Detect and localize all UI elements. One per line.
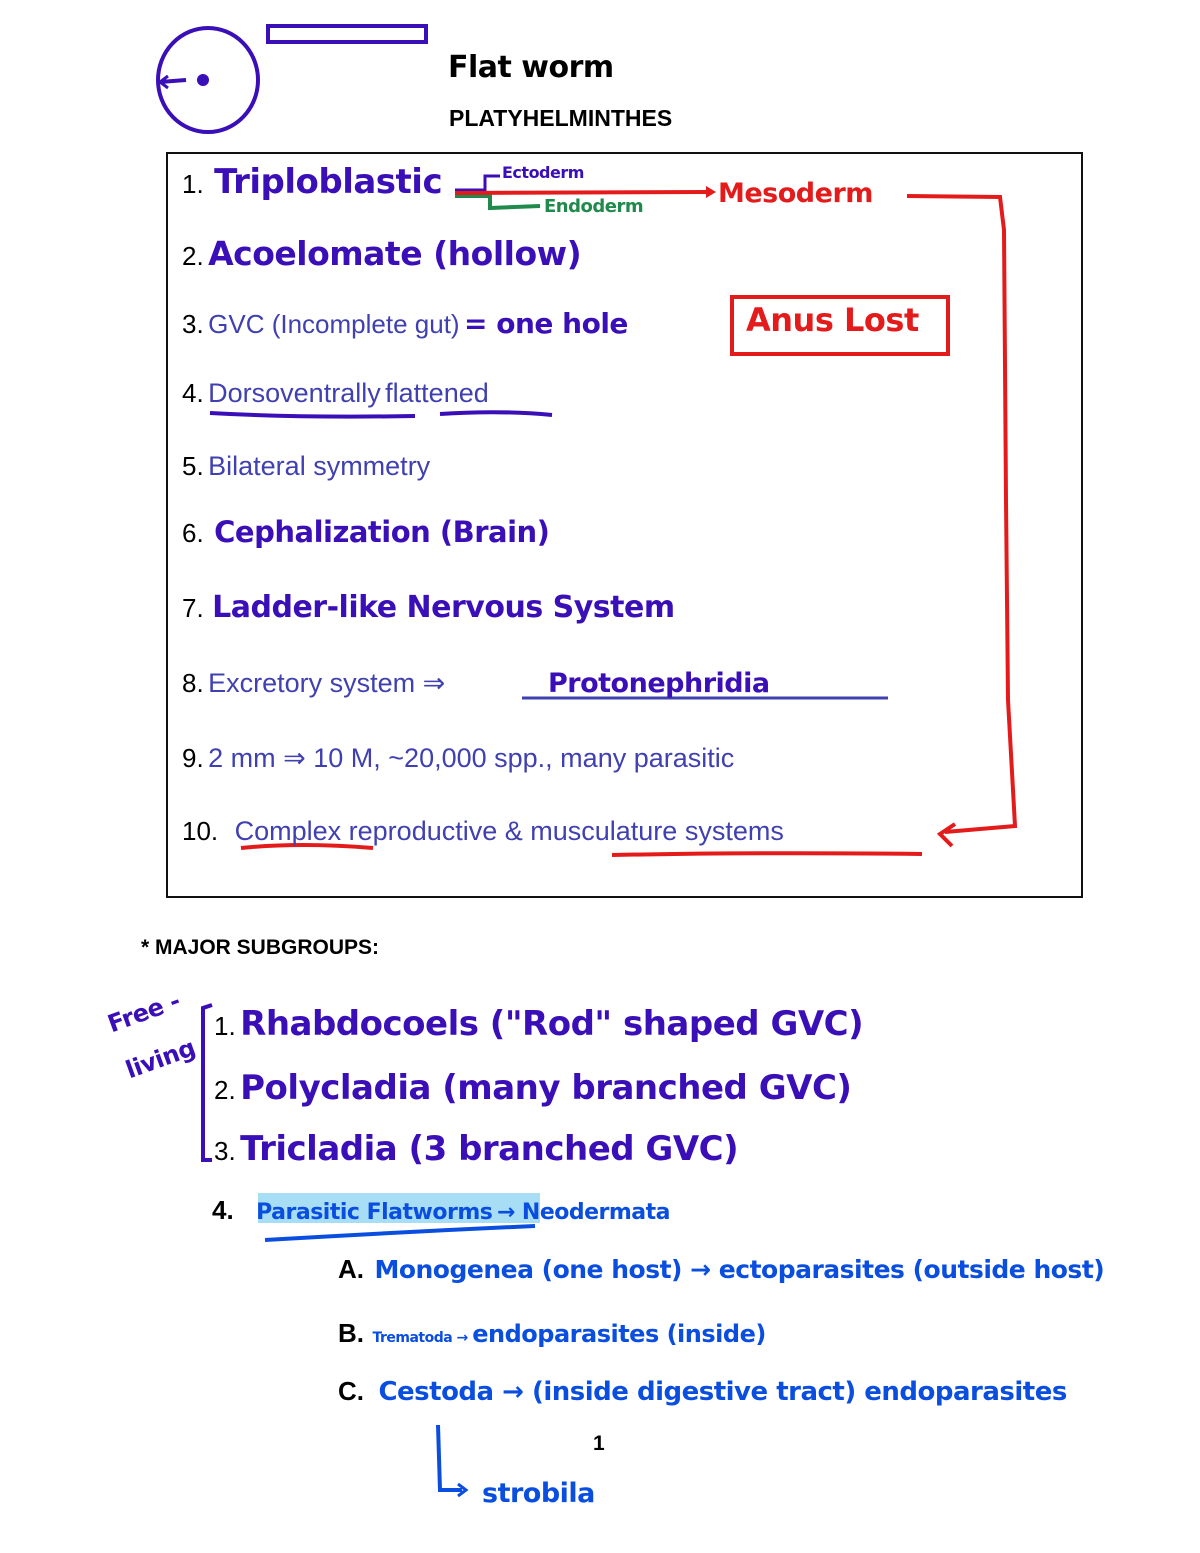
parasitic-item-a: A. Monogenea (one host) → ectoparasites … (338, 1254, 1105, 1284)
handwritten-title: Flat worm (448, 50, 614, 85)
mesoderm-label: Mesoderm (718, 178, 873, 209)
parasitic-item-c: C. Cestoda → (inside digestive tract) en… (338, 1376, 1067, 1407)
subgroup-item-4: 4. Parasitic Flatworms → Neodermata (212, 1195, 671, 1225)
characteristic-item-10: 10. Complex reproductive & musculature s… (182, 816, 784, 846)
free-living-bracket (201, 1003, 213, 1162)
characteristic-item-8: 8. Excretory system ⇒ (182, 668, 446, 698)
characteristic-item-4: 4. Dorsoventrally flattened (182, 378, 489, 408)
characteristic-item-9: 9. 2 mm ⇒ 10 M, ~20,000 spp., many paras… (182, 743, 735, 773)
item-text: Triploblastic (214, 162, 443, 202)
characteristic-item-6: 6. Cephalization (Brain) (182, 515, 550, 549)
one-hole-note: = one hole (464, 307, 628, 340)
item-text: Acoelomate (hollow) (208, 234, 582, 273)
characteristic-item-2: 2. Acoelomate (hollow) (182, 234, 582, 273)
subgroups-heading: * MAJOR SUBGROUPS: (141, 936, 380, 959)
characteristic-item-3: 3. GVC (Incomplete gut) = one hole (182, 307, 628, 340)
characteristic-item-1: 1. Triploblastic (182, 162, 443, 202)
parasitic-flatworms-highlight: Parasitic Flatworms (256, 1200, 493, 1225)
parasitic-item-b: B. Trematoda → endoparasites (inside) (338, 1318, 766, 1348)
item-text: GVC (Incomplete gut) (208, 309, 460, 339)
flatworm-sketch-icon (156, 26, 260, 134)
strobila-label: strobila (482, 1478, 595, 1509)
protonephridia-answer: Protonephridia (548, 668, 770, 699)
characteristics-box (166, 152, 1083, 898)
drawn-rectangle (266, 24, 428, 44)
page-title: PLATYHELMINTHES (449, 105, 673, 131)
endoderm-label: Endoderm (544, 196, 644, 217)
ectoderm-label: Ectoderm (502, 163, 584, 182)
characteristic-item-5: 5. Bilateral symmetry (182, 451, 431, 481)
subgroup-item-3: 3. Tricladia (3 branched GVC) (214, 1129, 739, 1169)
characteristic-item-7: 7. Ladder-like Nervous System (182, 590, 675, 625)
page-number: 1 (593, 1432, 605, 1455)
neodermata-label: → Neodermata (496, 1200, 671, 1225)
free-living-label-2: living (122, 1033, 199, 1085)
anus-lost-note: Anus Lost (746, 301, 919, 339)
free-living-label-1: Free - (104, 986, 184, 1039)
subgroup-item-1: 1. Rhabdocoels ("Rod" shaped GVC) (214, 1004, 864, 1044)
subgroup-item-2: 2. Polycladia (many branched GVC) (214, 1068, 852, 1108)
